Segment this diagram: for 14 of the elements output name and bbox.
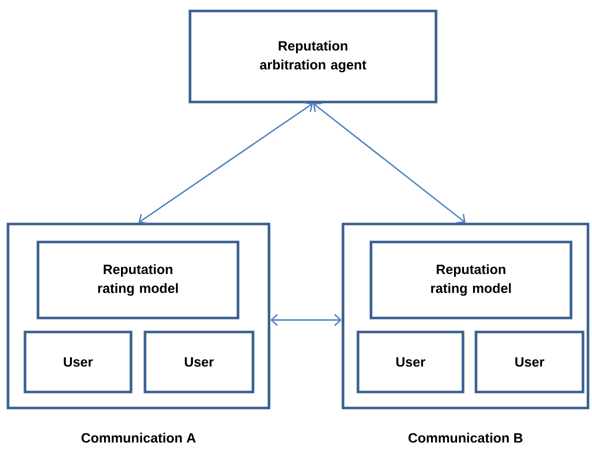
- arrow: [313, 102, 466, 224]
- process-box: User: [474, 330, 584, 394]
- group-box: [342, 222, 590, 410]
- process-box: Reputation rating model: [370, 240, 572, 320]
- process-box: User: [144, 330, 254, 394]
- node-label: Communication B: [408, 432, 522, 443]
- process-box: User: [356, 330, 464, 394]
- process-box: User: [24, 330, 132, 394]
- process-box: Reputation arbitration agent: [188, 10, 438, 104]
- node-label: Communication A: [82, 432, 196, 443]
- process-box: Reputation rating model: [36, 240, 240, 320]
- arrow: [138, 102, 313, 224]
- group-box: [6, 222, 270, 410]
- arrow: [270, 314, 342, 326]
